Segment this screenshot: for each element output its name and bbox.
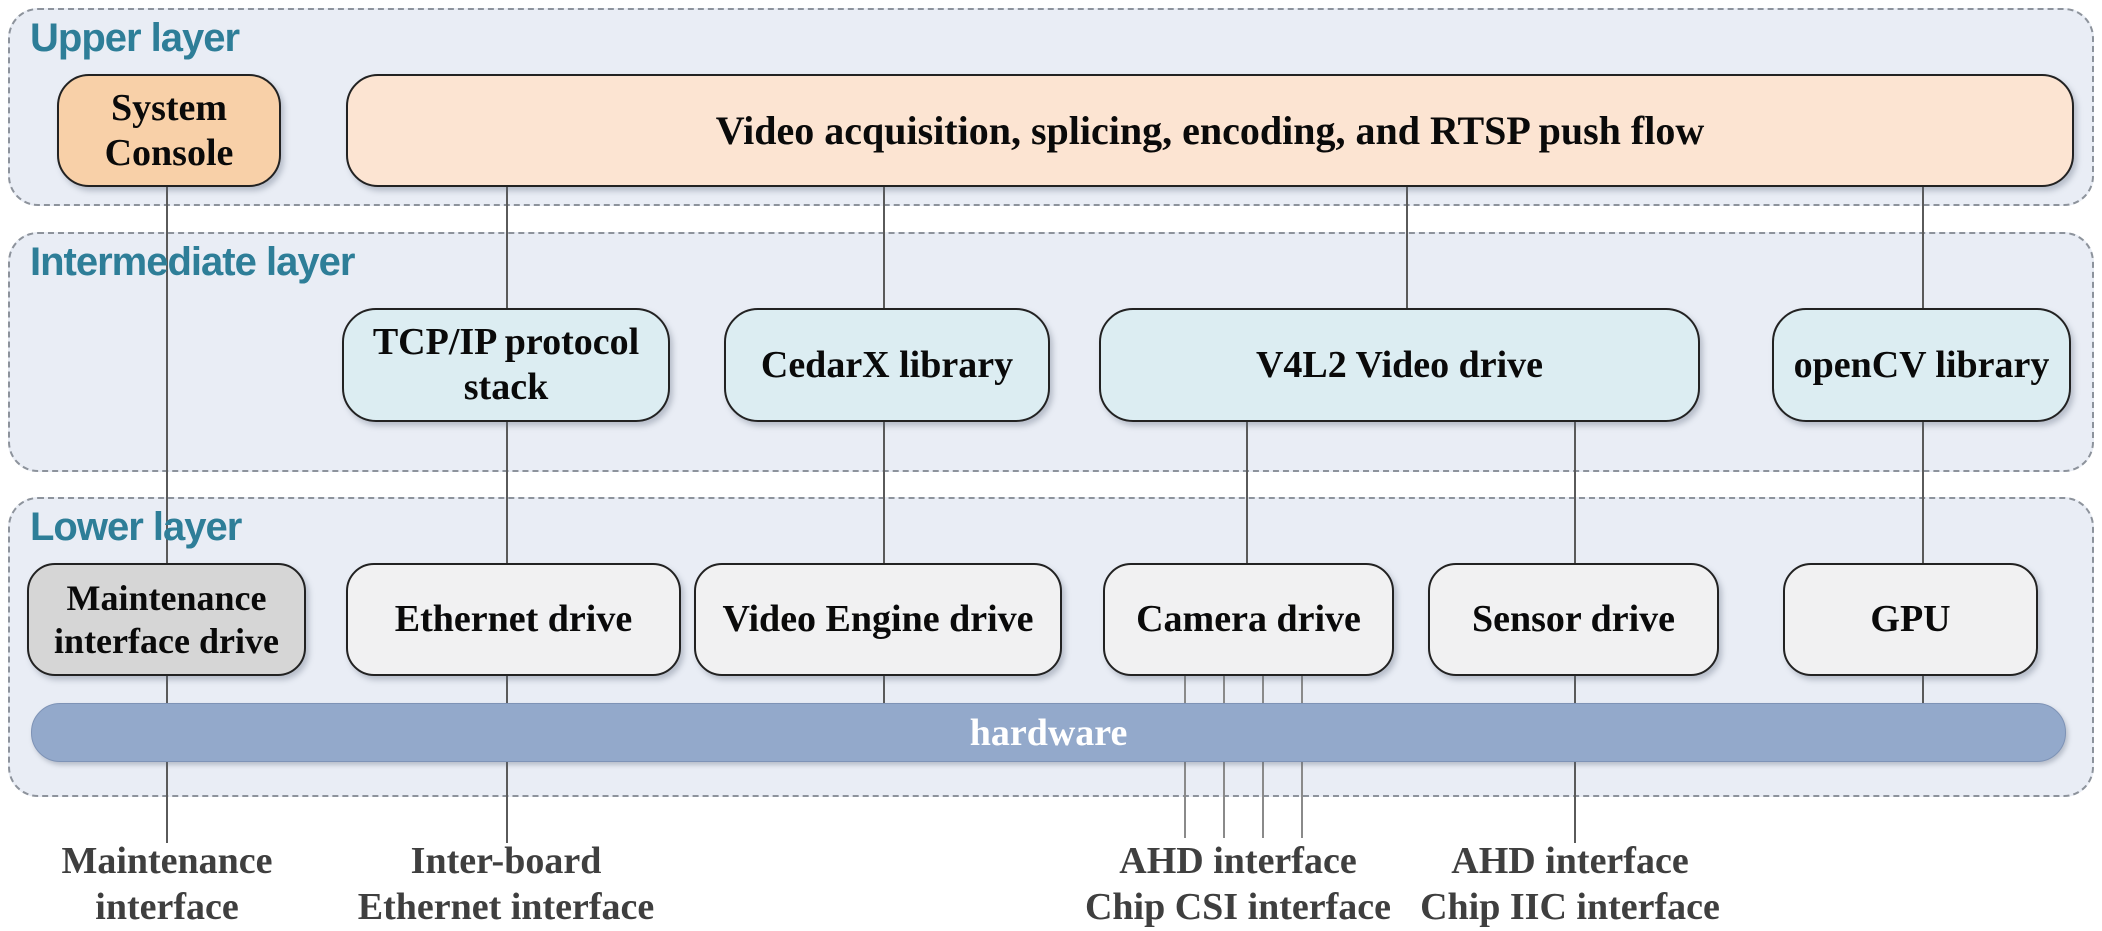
tcpip-protocol-stack-box: TCP/IP protocol stack (342, 308, 670, 422)
ahd-csi-interface-label: AHD interface Chip CSI interface (1038, 838, 1438, 930)
camera-drive-box: Camera drive (1103, 563, 1394, 676)
gpu-box: GPU (1783, 563, 2038, 676)
connector-flow-to-tcpip-ethernet (506, 187, 508, 843)
maintenance-interface-label-line1: Maintenance (61, 840, 273, 882)
intermediate-layer-title: Intermediate layer (30, 240, 355, 284)
inter-board-ethernet-interface-label: Inter-board Ethernet interface (306, 838, 706, 930)
lower-layer-title: Lower layer (30, 505, 242, 549)
hardware-bar: hardware (31, 703, 2066, 762)
ahd-csi-label-line2: Chip CSI interface (1084, 886, 1392, 928)
system-console-box: System Console (57, 74, 281, 187)
ahd-iic-interface-label: AHD interface Chip IIC interface (1370, 838, 1770, 930)
video-engine-drive-box: Video Engine drive (694, 563, 1062, 676)
maintenance-interface-drive-box: Maintenance interface drive (27, 563, 306, 676)
ahd-csi-label-line1: AHD interface (1119, 840, 1357, 882)
maintenance-interface-label: Maintenance interface (0, 838, 367, 930)
connector-flow-to-cedarx-videoengine (883, 187, 885, 703)
opencv-library-box: openCV library (1772, 308, 2071, 422)
cedarx-library-box: CedarX library (724, 308, 1050, 422)
ahd-iic-label-line2: Chip IIC interface (1420, 886, 1720, 928)
connector-v4l2-to-camera (1246, 422, 1248, 564)
connector-console-to-maintenance (166, 187, 168, 843)
connector-flow-to-v4l2 (1406, 187, 1408, 309)
sensor-drive-box: Sensor drive (1428, 563, 1719, 676)
connector-flow-to-opencv-gpu (1922, 187, 1924, 703)
ahd-iic-label-line1: AHD interface (1451, 840, 1689, 882)
v4l2-video-drive-box: V4L2 Video drive (1099, 308, 1700, 422)
upper-layer-title: Upper layer (30, 16, 240, 60)
video-flow-box: Video acquisition, splicing, encoding, a… (346, 74, 2074, 187)
ethernet-drive-box: Ethernet drive (346, 563, 681, 676)
inter-board-label-line2: Ethernet interface (357, 886, 655, 928)
maintenance-interface-label-line2: interface (95, 886, 239, 928)
inter-board-label-line1: Inter-board (410, 840, 602, 882)
